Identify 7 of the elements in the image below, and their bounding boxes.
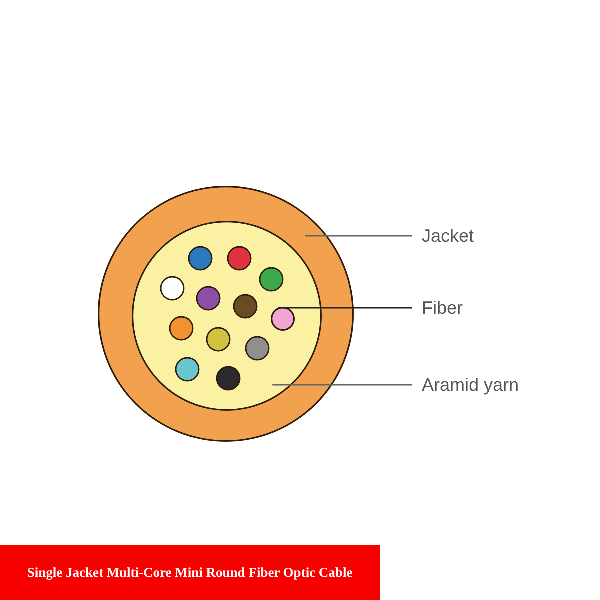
part-label: Aramid yarn (422, 375, 520, 395)
leader-line (305, 235, 412, 237)
caption-text: Single Jacket Multi-Core Mini Round Fiber Optic Cable (27, 564, 353, 580)
leader-line (278, 307, 412, 309)
part-label: Fiber (422, 298, 464, 318)
part-label: Jacket (422, 226, 474, 246)
leader-line (272, 384, 412, 386)
